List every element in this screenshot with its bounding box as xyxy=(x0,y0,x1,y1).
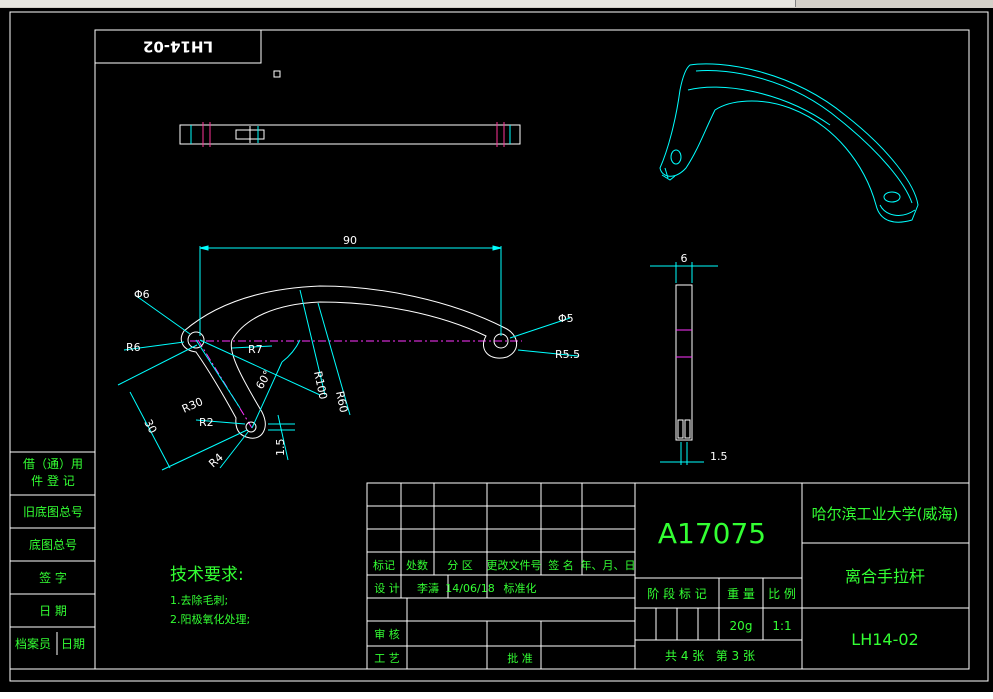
left-revision-block xyxy=(9,451,96,670)
tech-heading: 技术要求: xyxy=(170,565,244,585)
dim-r30: R30 xyxy=(180,395,205,416)
title-stamp-text: LH14-02 xyxy=(143,38,213,56)
rev-header-count: 处数 xyxy=(406,559,428,572)
lever-outline xyxy=(180,285,517,439)
drawing-number: A17075 xyxy=(658,517,766,550)
left-row-a-line1: 借（通）用 xyxy=(23,457,83,471)
status-bar xyxy=(0,692,993,699)
rev-header-file: 更改文件号 xyxy=(487,558,542,572)
rev-header-sign: 签 名 xyxy=(548,558,574,572)
approve-label: 批 准 xyxy=(507,651,533,665)
rev-header-date: 年、月、日 xyxy=(581,558,636,572)
dim-small15: 1.5 xyxy=(274,439,287,457)
toolbar-segment[interactable] xyxy=(625,0,796,7)
tech-item-2: 2.阳极氧化处理; xyxy=(170,612,250,626)
dim-r-right: R5.5 xyxy=(555,348,580,361)
review-label: 审 核 xyxy=(374,627,400,641)
rev-header-mark: 标记 xyxy=(373,558,395,572)
side-bottom-dim: 1.5 xyxy=(710,450,728,463)
snap-marker xyxy=(273,70,281,78)
school-name: 哈尔滨工业大学(威海) xyxy=(812,505,959,523)
left-row-base: 底图总号 xyxy=(29,537,77,552)
scale-value: 1:1 xyxy=(772,619,791,633)
front-view: 90 Φ6 Φ5 R6 R5.5 R7 R100 R60 R30 60° R2 … xyxy=(117,234,580,471)
top-view xyxy=(179,122,521,147)
dim-hole-left: Φ6 xyxy=(134,288,150,301)
dim-span: 90 xyxy=(343,234,357,247)
side-view: 6 1.5 xyxy=(650,252,728,465)
dim-r2: R2 xyxy=(199,416,214,429)
weight-label: 重 量 xyxy=(727,587,755,601)
tech-item-1: 1.去除毛刺; xyxy=(170,593,228,607)
left-row-old-base: 旧底图总号 xyxy=(23,504,83,519)
sheet-count: 共 4 张 第 3 张 xyxy=(665,649,755,663)
design-date: 14/06/18 xyxy=(445,582,494,595)
rev-header-zone: 分 区 xyxy=(447,559,473,572)
dim-r100: R100 xyxy=(311,370,330,401)
dim-hole-right: Φ5 xyxy=(558,312,574,325)
design-label: 设 计 xyxy=(374,582,400,595)
dim-r-left: R6 xyxy=(126,341,141,354)
dim-angle: 60° xyxy=(253,368,274,391)
stage-label: 阶 段 标 记 xyxy=(647,586,706,601)
title-block-grid xyxy=(366,482,970,670)
scale-label: 比 例 xyxy=(768,587,796,601)
standardization-label: 标准化 xyxy=(504,581,537,595)
title-stamp-box: LH14-02 xyxy=(94,29,262,64)
left-archivist: 档案员 xyxy=(15,636,51,651)
designer-name: 李濤 xyxy=(417,581,439,595)
dim-r60: R60 xyxy=(333,390,350,414)
left-archive-date: 日期 xyxy=(61,637,85,651)
side-width-dim: 6 xyxy=(681,252,688,265)
left-row-sign: 签 字 xyxy=(39,570,67,585)
window-top-bar xyxy=(0,0,993,8)
dim-r7: R7 xyxy=(248,343,263,356)
isometric-view xyxy=(659,63,919,223)
part-code: LH14-02 xyxy=(851,630,918,649)
outer-frame xyxy=(9,11,989,682)
left-row-date: 日 期 xyxy=(39,604,67,618)
dim-len30: 30 xyxy=(141,417,159,435)
dim-r4: R4 xyxy=(206,451,226,470)
weight-value: 20g xyxy=(730,619,753,633)
part-name: 离合手拉杆 xyxy=(845,567,925,586)
process-label: 工 艺 xyxy=(374,652,400,665)
left-row-a-line2: 件 登 记 xyxy=(31,473,75,488)
